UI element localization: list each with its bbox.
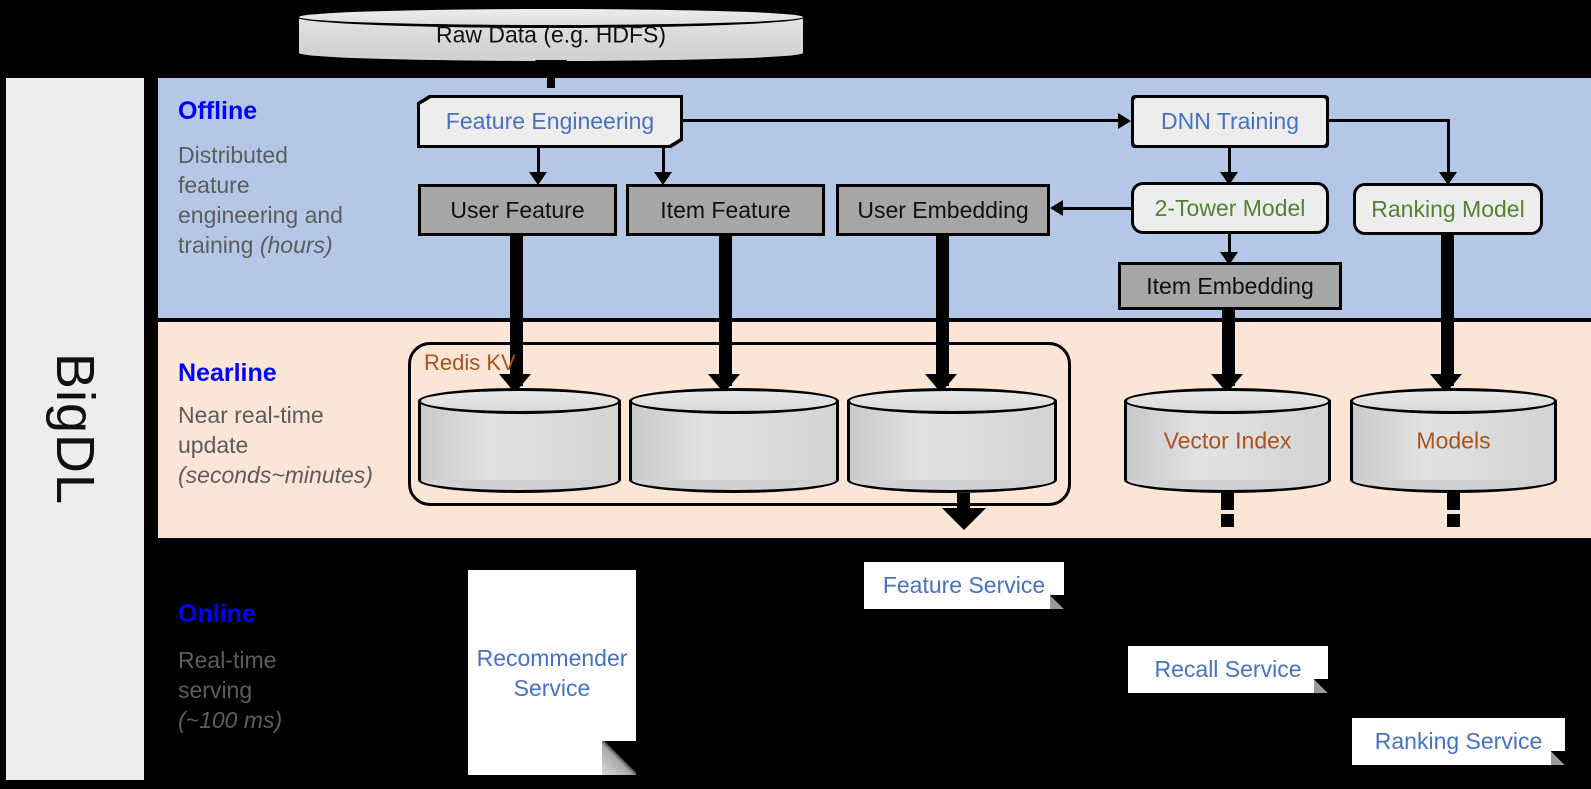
- page-fold-icon: [1050, 595, 1064, 609]
- models-label: Models: [1416, 427, 1491, 453]
- offline-subtitle: Distributed feature engineering and trai…: [178, 140, 393, 260]
- nearline-subtitle: Near real-time update (seconds~minutes): [178, 400, 393, 490]
- pipe-item-feature: [719, 236, 732, 386]
- stub-models-dot: [1447, 514, 1460, 527]
- cylinder-top: [629, 388, 839, 414]
- store-user-feature-cylinder[interactable]: [418, 388, 621, 493]
- cylinder-top: [296, 6, 806, 28]
- redis-kv-label: Redis KV: [424, 350, 516, 375]
- ranking-model-label: Ranking Model: [1371, 195, 1525, 222]
- dnn-training-label: DNN Training: [1134, 98, 1326, 145]
- edge-twotower-itemembedding: [1228, 234, 1231, 256]
- online-subtitle-l2: serving: [178, 677, 253, 703]
- cylinder-top: [1124, 388, 1331, 414]
- offline-subtitle-l1: Distributed: [178, 142, 288, 168]
- cylinder-top: [418, 388, 621, 414]
- bigdl-rail: BigDL: [6, 78, 144, 780]
- edge-rawdata-fe-arrow: [535, 60, 567, 79]
- bigdl-label: BigDL: [45, 352, 105, 506]
- edge-fe-dnn-arrow: [1118, 113, 1131, 129]
- page-fold-icon: [1314, 679, 1328, 693]
- stub-vector-index-dot: [1221, 514, 1234, 527]
- offline-title: Offline: [178, 97, 258, 125]
- store-user-embedding-cylinder[interactable]: [847, 388, 1057, 493]
- cylinder-body: [1124, 401, 1331, 480]
- edge-fe-itemfeature: [662, 148, 665, 176]
- dnn-training-node[interactable]: DNN Training: [1131, 95, 1329, 148]
- recall-service-node[interactable]: Recall Service: [1128, 646, 1328, 693]
- edge-fe-itemfeature-arrow: [654, 172, 672, 185]
- edge-fe-dnn: [683, 119, 1121, 122]
- recommender-service-node[interactable]: Recommender Service: [468, 570, 636, 775]
- item-feature-label: Item Feature: [660, 196, 791, 223]
- online-subtitle: Real-time serving (~100 ms): [178, 645, 393, 735]
- nearline-subtitle-italic: (seconds~minutes): [178, 462, 373, 488]
- raw-data-cylinder: Raw Data (e.g. HDFS): [296, 6, 806, 64]
- stub-vector-index: [1221, 493, 1234, 510]
- recommender-service-label-l1: Recommender: [476, 644, 628, 671]
- edge-dnn-twotower: [1228, 148, 1231, 176]
- raw-data-label: Raw Data (e.g. HDFS): [435, 21, 667, 48]
- offline-subtitle-l4: training: [178, 232, 260, 258]
- cylinder-body: [629, 401, 839, 480]
- cylinder-body: [1350, 401, 1557, 480]
- recommender-service-label-l2: Service: [513, 674, 591, 701]
- user-embedding-node[interactable]: User Embedding: [836, 184, 1050, 236]
- offline-subtitle-italic: (hours): [259, 232, 333, 258]
- nearline-title: Nearline: [178, 359, 277, 387]
- stub-feature-service-arrow: [942, 508, 986, 530]
- ranking-model-node[interactable]: Ranking Model: [1353, 183, 1543, 235]
- redis-kv-group: [408, 342, 1071, 506]
- page-fold-icon: [602, 741, 636, 775]
- store-item-feature-cylinder[interactable]: [629, 388, 839, 493]
- vector-index-label: Vector Index: [1163, 427, 1292, 453]
- edge-twotower-itemembedding-arrow: [1220, 252, 1238, 265]
- edge-dnn-ranking-h: [1329, 119, 1450, 122]
- cylinder-top: [847, 388, 1057, 414]
- feature-service-node[interactable]: Feature Service: [864, 562, 1064, 609]
- item-embedding-label: Item Embedding: [1146, 272, 1314, 299]
- pipe-item-embedding: [1222, 310, 1235, 386]
- online-subtitle-l1: Real-time: [178, 647, 277, 673]
- feature-service-label: Feature Service: [882, 572, 1046, 598]
- ranking-service-node[interactable]: Ranking Service: [1352, 718, 1565, 765]
- user-feature-node[interactable]: User Feature: [418, 184, 617, 236]
- two-tower-model-node[interactable]: 2-Tower Model: [1131, 182, 1329, 234]
- edge-fe-userfeature: [537, 148, 540, 176]
- feature-engineering-label: Feature Engineering: [420, 98, 680, 145]
- recall-service-label: Recall Service: [1154, 656, 1302, 682]
- edge-fe-userfeature-arrow: [529, 172, 547, 185]
- vector-index-cylinder[interactable]: Vector Index: [1124, 388, 1331, 493]
- edge-dnn-ranking-v: [1447, 119, 1450, 177]
- online-subtitle-italic: (~100 ms): [178, 707, 283, 733]
- feature-engineering-node[interactable]: Feature Engineering: [417, 95, 683, 148]
- pipe-ranking-model: [1441, 235, 1454, 386]
- item-embedding-node[interactable]: Item Embedding: [1118, 262, 1342, 310]
- two-tower-model-label: 2-Tower Model: [1154, 194, 1306, 221]
- pipe-user-embedding: [936, 236, 949, 386]
- user-embedding-label: User Embedding: [857, 196, 1029, 223]
- edge-dnn-twotower-arrow: [1220, 172, 1238, 185]
- ranking-service-label: Ranking Service: [1374, 728, 1543, 754]
- cylinder-body: [418, 401, 621, 480]
- user-feature-label: User Feature: [450, 196, 585, 223]
- edge-dnn-ranking-arrow: [1439, 172, 1457, 185]
- stub-models: [1447, 493, 1460, 510]
- online-title: Online: [178, 600, 256, 628]
- page-fold-icon: [1551, 751, 1565, 765]
- cylinder-top: [1350, 388, 1557, 414]
- pipe-user-feature: [510, 236, 523, 386]
- cylinder-body: [847, 401, 1057, 480]
- item-feature-node[interactable]: Item Feature: [626, 184, 825, 236]
- models-cylinder[interactable]: Models: [1350, 388, 1557, 493]
- edge-twotower-userembedding-arrow: [1050, 200, 1063, 216]
- stub-feature-service: [957, 493, 970, 510]
- offline-subtitle-l3: engineering and: [178, 202, 343, 228]
- offline-subtitle-l2: feature: [178, 172, 250, 198]
- nearline-subtitle-l1: Near real-time: [178, 402, 324, 428]
- edge-twotower-userembedding: [1063, 207, 1131, 210]
- nearline-subtitle-l2: update: [178, 432, 249, 458]
